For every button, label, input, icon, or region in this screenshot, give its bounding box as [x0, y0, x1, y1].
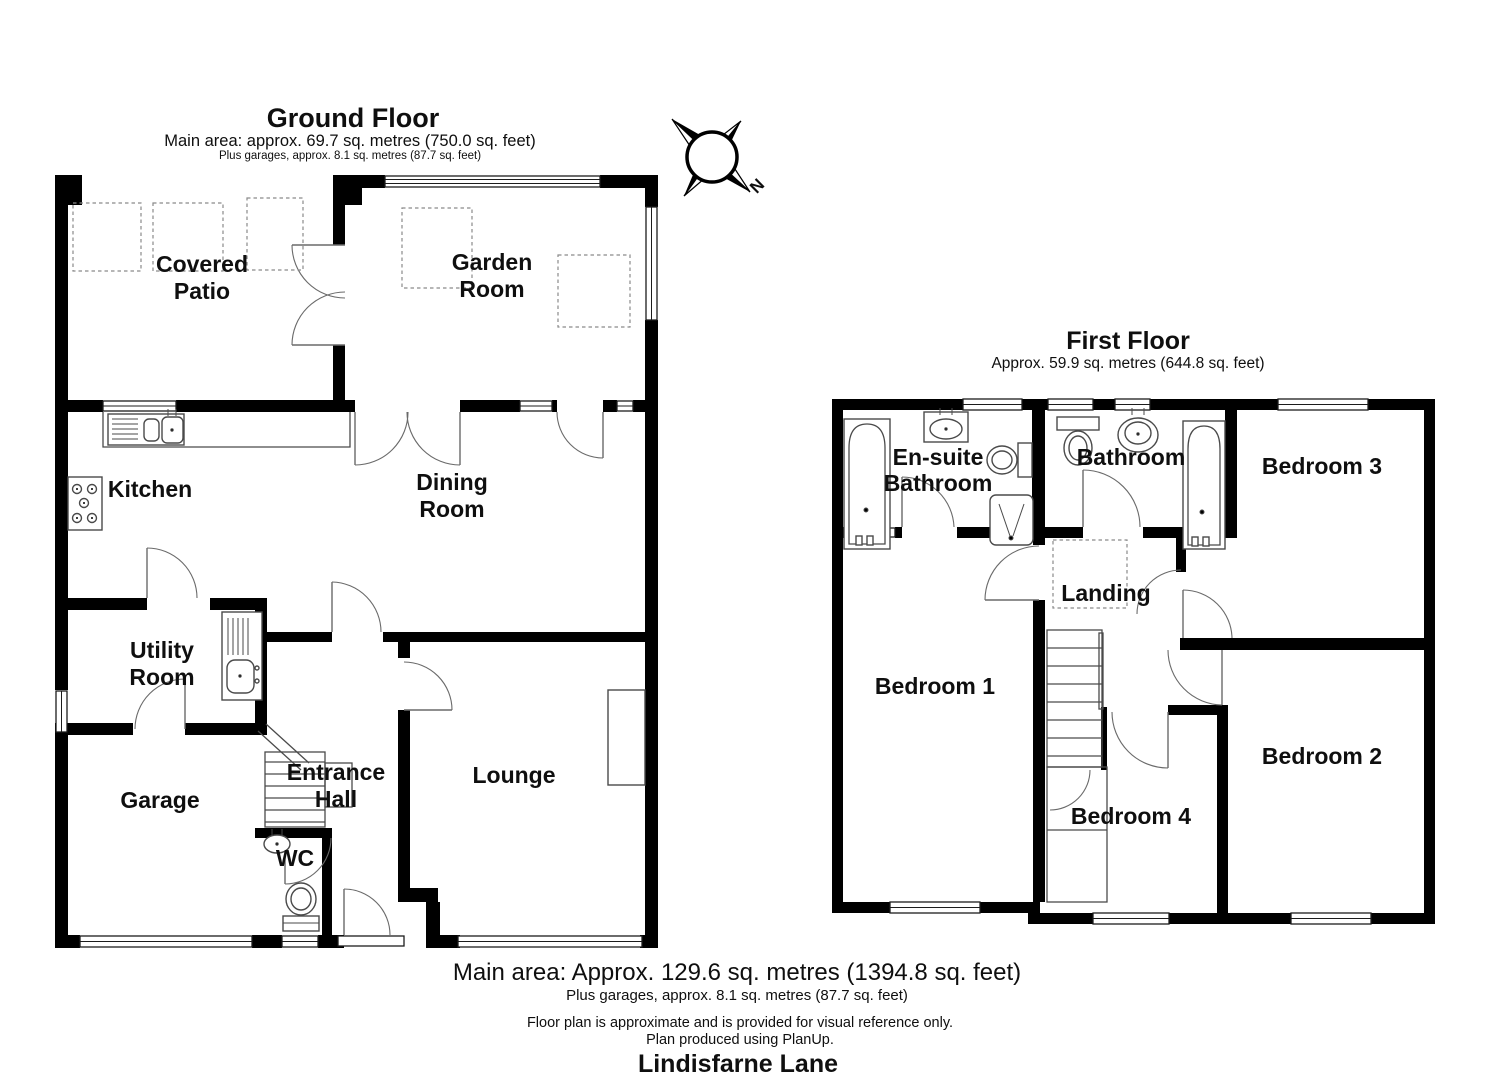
wc-window [281, 935, 319, 948]
first-floor-stairs [1046, 629, 1108, 903]
understairs-bulkhead [1046, 766, 1108, 903]
bathroom-door [1082, 469, 1141, 528]
shower-icon [989, 494, 1034, 546]
ground-floor-doors [134, 244, 604, 936]
first-floor-title: First Floor [1066, 327, 1190, 355]
hob-icon [67, 476, 103, 531]
utility-sink-icon [221, 611, 263, 701]
wc-toilet-icon [282, 882, 320, 932]
first-floor-area: Approx. 59.9 sq. metres (644.8 sq. feet) [991, 355, 1264, 372]
patio-double-door [291, 244, 346, 346]
room-label-garage: Garage [120, 787, 199, 813]
ensuite-bath-icon [843, 418, 891, 550]
ground-floor-walls [55, 175, 658, 948]
room-label-bedroom2: Bedroom 2 [1262, 743, 1382, 769]
disclaimer-line2: Plan produced using PlanUp. [646, 1032, 834, 1048]
dining-wall-window-2 [616, 400, 634, 412]
bedroom3-window [1277, 398, 1369, 411]
wc-basin-icon [263, 829, 291, 854]
lounge-door [403, 661, 453, 711]
first-floor-walls [832, 399, 1435, 924]
bedroom1-door [984, 545, 1040, 601]
compass-north-label: N [746, 175, 768, 197]
garden-room-side-window [645, 206, 658, 321]
fireplace-icon [607, 689, 646, 786]
dining-wall-window-1 [519, 400, 553, 412]
bedroom2-window [1290, 912, 1372, 925]
first-floor-header: First Floor Approx. 59.9 sq. metres (644… [991, 327, 1264, 372]
kitchen-sink-icon [107, 409, 185, 446]
ground-floor-fixtures [67, 409, 646, 932]
ensuite-toilet-icon [986, 442, 1033, 478]
kitchen-door [146, 547, 198, 599]
ensuite-basin-icon [923, 408, 969, 443]
bathroom-bath-icon [1182, 420, 1226, 550]
dining-garden-double-door [354, 411, 461, 466]
room-label-wc: WC [276, 845, 314, 871]
bedroom1-window [889, 901, 981, 914]
garage-door [79, 935, 253, 948]
room-label-bathroom: Bathroom [1077, 444, 1186, 470]
room-label-kitchen: Kitchen [108, 476, 192, 502]
room-label-bedroom1: Bedroom 1 [875, 673, 995, 699]
first-floor-doors [901, 469, 1233, 811]
front-door-sill [337, 935, 405, 947]
compass-icon: N [671, 118, 768, 197]
landing-cupboard-door [1136, 569, 1182, 615]
ground-floor-area: Main area: approx. 69.7 sq. metres (750.… [164, 132, 535, 150]
address-title: Lindisfarne Lane [638, 1050, 838, 1078]
footer-annotations: Main area: Approx. 129.6 sq. metres (139… [453, 959, 1021, 1078]
lounge-window [457, 935, 643, 948]
first-floor-skylights [1052, 539, 1128, 609]
total-garage-text: Plus garages, approx. 8.1 sq. metres (87… [566, 987, 908, 1004]
kitchen-window [102, 400, 177, 412]
stairs [257, 723, 353, 828]
room-label-lounge: Lounge [472, 762, 555, 788]
hall-dining-door [331, 581, 382, 633]
bathroom-basin-icon [1117, 408, 1159, 453]
bedroom4-door [1111, 711, 1169, 769]
ground-floor-title: Ground Floor [267, 103, 440, 133]
total-area-text: Main area: Approx. 129.6 sq. metres (139… [453, 959, 1021, 986]
dining-garden-single-door [556, 411, 604, 459]
room-label-bedroom4: Bedroom 4 [1071, 803, 1191, 829]
garden-room-top-window [384, 175, 601, 188]
ground-floor-header: Ground Floor Main area: approx. 69.7 sq.… [164, 103, 535, 162]
utility-side-opening [55, 690, 68, 733]
front-door [343, 888, 391, 936]
ground-floor-garage-area: Plus garages, approx. 8.1 sq. metres (87… [219, 150, 481, 162]
ensuite-door [901, 476, 955, 528]
kitchen-counter [102, 412, 351, 448]
first-floor-fixtures [843, 408, 1226, 903]
bathroom-window-1 [1047, 398, 1094, 411]
loft-hatch [1052, 539, 1128, 609]
room-label-bedroom3: Bedroom 3 [1262, 453, 1382, 479]
hall-cupboard [324, 762, 353, 808]
bedroom4-window [1092, 912, 1170, 925]
bathroom-toilet-icon [1056, 416, 1100, 466]
bedroom3-door [1182, 589, 1233, 639]
ground-floor-windows [55, 175, 658, 948]
utility-garage-door [134, 678, 186, 730]
stair-rail [1098, 632, 1104, 710]
disclaimer-line1: Floor plan is approximate and is provide… [527, 1015, 953, 1031]
ensuite-window [962, 398, 1023, 411]
bedroom2-door [1167, 649, 1223, 706]
understairs-door [1049, 769, 1091, 811]
ground-floor-skylights [72, 197, 631, 328]
room-label-landing: Landing [1061, 580, 1150, 606]
